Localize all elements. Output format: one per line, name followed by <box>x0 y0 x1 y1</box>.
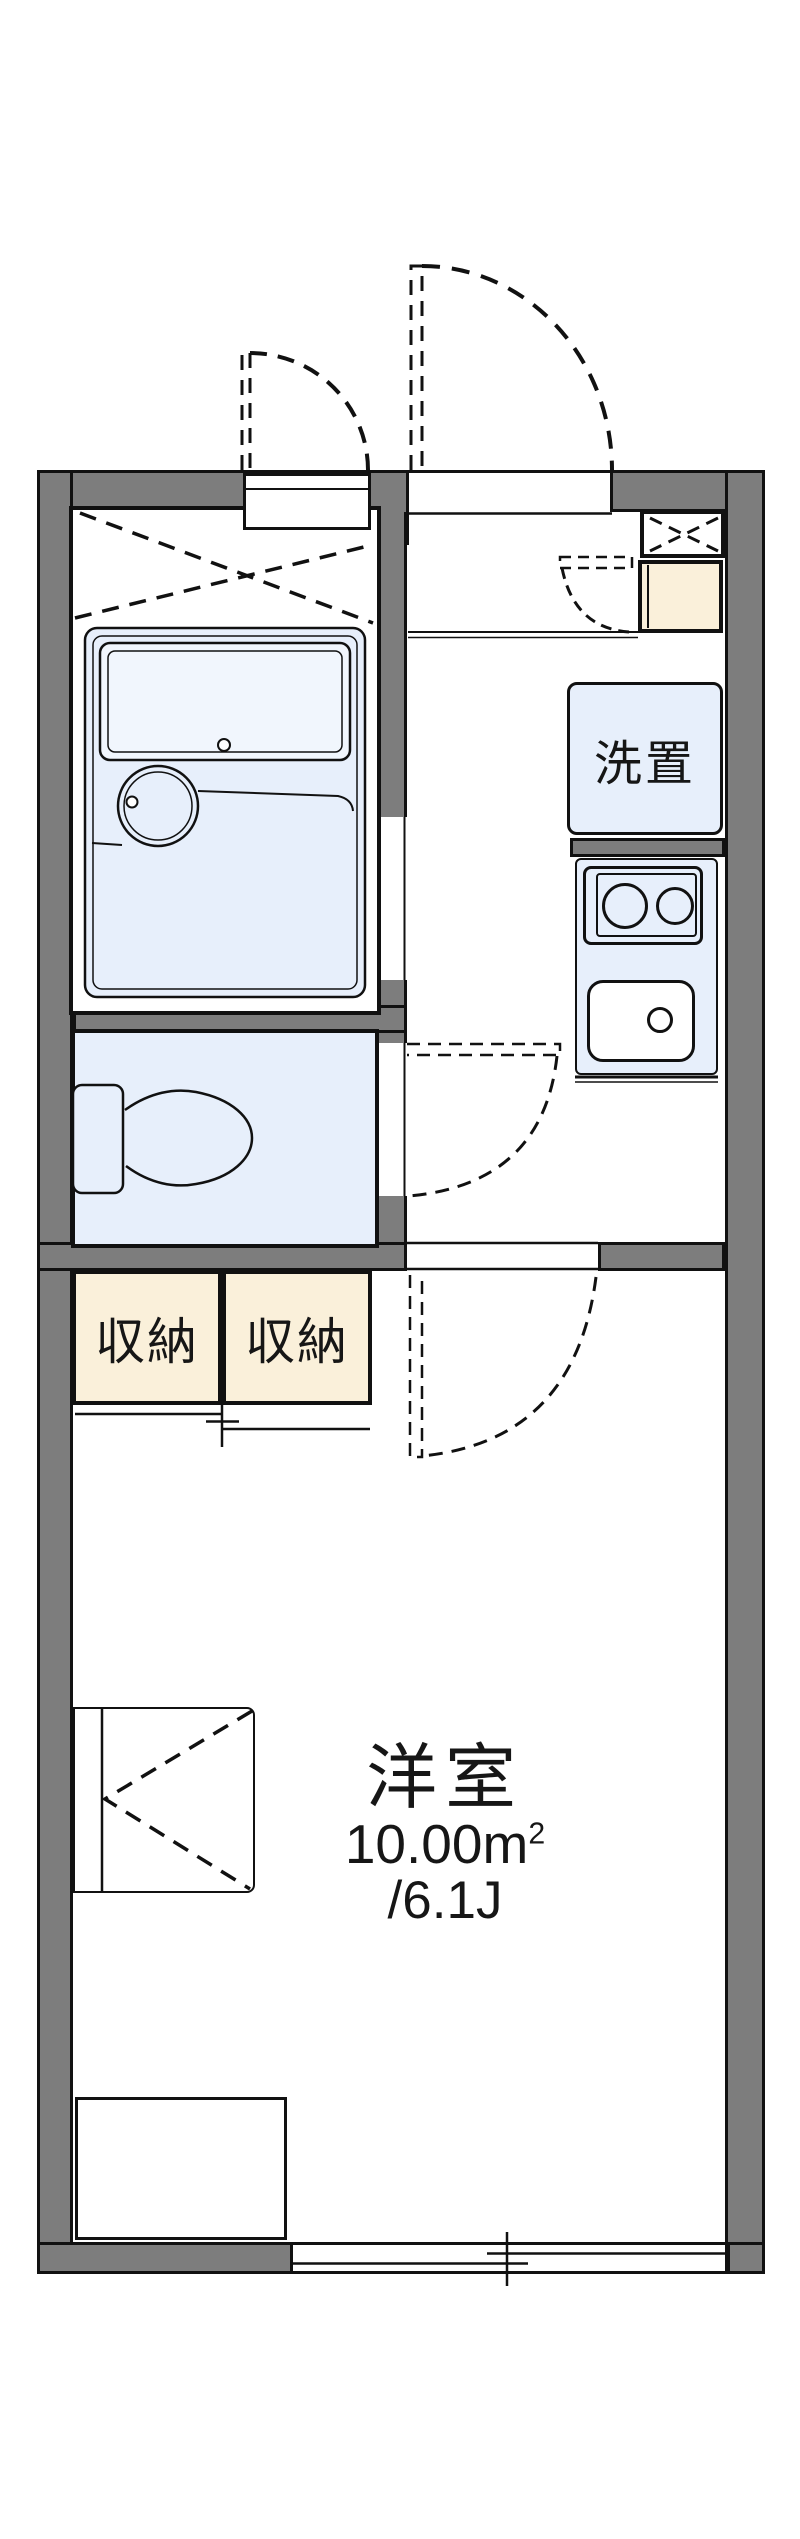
wall-room-divider-right <box>598 1242 725 1271</box>
western-room-area: 10.00m2 <box>344 1812 546 1875</box>
shoe-door-leaf <box>558 555 634 570</box>
storage-left-label: 収納 <box>95 1313 199 1370</box>
wall-left <box>37 470 73 2274</box>
entrance-alcove <box>243 473 371 530</box>
bathroom-area <box>69 506 381 1015</box>
entrance-storage-box <box>638 560 723 633</box>
storage-box-left <box>72 1270 222 1405</box>
storage-right-label: 収納 <box>245 1313 349 1370</box>
kitchen-sink <box>587 980 695 1062</box>
low-cabinet <box>75 2097 287 2240</box>
stove-inner-frame <box>596 873 697 937</box>
burner-small <box>656 887 694 925</box>
entrance-door-leaf <box>409 264 424 470</box>
western-room-tatami-size: /6.1J <box>387 1870 503 1930</box>
room-door-leaf <box>408 1275 424 1459</box>
shoe-door-arc <box>560 567 630 634</box>
sub-door-arc <box>249 351 370 471</box>
wall-bottom-left <box>37 2242 293 2274</box>
washer-space-label: 洗置 <box>593 737 696 791</box>
western-room-name: 洋室 <box>365 1738 524 1818</box>
shoe-cabinet-ps-box <box>640 510 725 558</box>
toilet-door-leaf <box>407 1042 562 1057</box>
sub-door-leaf <box>240 351 252 470</box>
bed-unit <box>73 1707 255 1893</box>
washer-space-box <box>567 682 723 835</box>
room-door-arc <box>421 1276 598 1458</box>
storage-box-right <box>222 1270 372 1405</box>
entrance-storage-door-face <box>647 565 649 628</box>
wall-right <box>725 470 765 2274</box>
toilet-door-arc <box>408 1055 559 1198</box>
entrance-door-arc <box>421 264 614 471</box>
burner-large <box>602 883 648 929</box>
wall-counter-divider <box>570 838 725 857</box>
sink-drain <box>647 1007 673 1033</box>
toilet-room <box>71 1029 379 1248</box>
western-room-label-group: 洋室 10.00m2 /6.1J <box>240 1735 650 1935</box>
wall-bottom-right-corner <box>727 2242 765 2274</box>
